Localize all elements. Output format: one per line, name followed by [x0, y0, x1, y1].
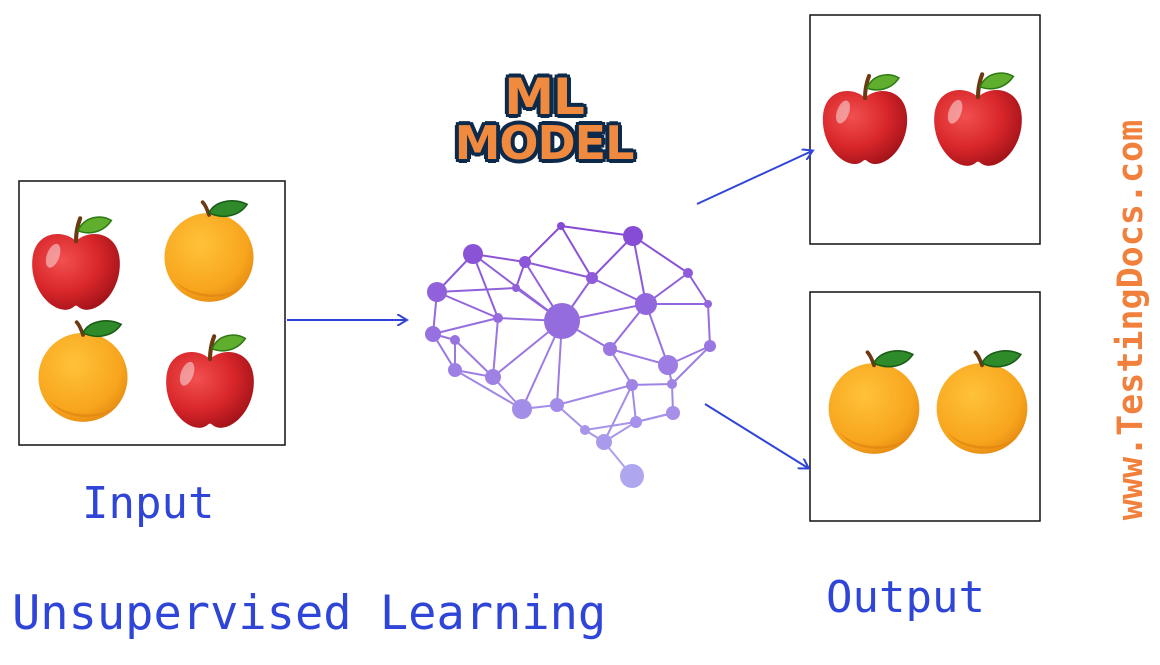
brain-node — [463, 244, 483, 264]
brain-edge — [560, 225, 634, 237]
brain-edge — [556, 384, 633, 406]
brain-node — [658, 355, 678, 375]
brain-node — [427, 282, 447, 302]
watermark-text: www.TestingDocs.com — [1111, 119, 1151, 521]
arrow-model-to-apples — [696, 151, 812, 205]
brain-edge — [432, 317, 499, 335]
brain-edge — [524, 225, 562, 263]
brain-node — [704, 300, 712, 308]
brain-edge — [492, 317, 499, 378]
brain-node — [512, 284, 520, 292]
brain-edge — [454, 339, 494, 378]
brain-node — [630, 416, 642, 428]
brain-node — [580, 425, 590, 435]
brain-node — [519, 256, 531, 268]
brain-node — [626, 379, 638, 391]
brain-node — [448, 363, 462, 377]
input-label: Input — [82, 478, 215, 529]
ml-title-line2: MODEL — [454, 116, 635, 170]
brain-node — [493, 313, 503, 323]
brain-edge — [454, 369, 523, 410]
brain-node — [596, 434, 612, 450]
brain-node — [425, 326, 441, 342]
brain-edge — [609, 348, 633, 386]
brain-edge — [609, 348, 669, 366]
brain-edge — [707, 303, 711, 347]
brain-node — [666, 406, 680, 420]
brain-node — [544, 303, 580, 339]
brain-node — [450, 335, 460, 345]
arrow-model-to-oranges — [704, 403, 808, 468]
brain-node — [603, 342, 617, 356]
brain-node — [704, 340, 716, 352]
brain-edge — [603, 384, 633, 443]
brain-node — [550, 398, 564, 412]
brain-edge — [524, 261, 593, 279]
brain-network-icon — [425, 222, 716, 488]
brain-edge — [472, 253, 499, 319]
brain-edge — [687, 272, 709, 305]
brain-edge — [631, 384, 637, 423]
brain-edge — [631, 383, 673, 386]
brain-node — [623, 226, 643, 246]
caption-unsupervised-learning: Unsupervised Learning — [12, 586, 607, 641]
brain-node — [620, 464, 644, 488]
brain-edge — [632, 235, 689, 274]
ml-model-title: ML MODEL — [420, 68, 668, 170]
brain-edge — [560, 225, 593, 279]
brain-node — [683, 268, 693, 278]
brain-node — [586, 272, 598, 284]
brain-node — [667, 379, 677, 389]
ml-title-line1: ML — [504, 68, 585, 126]
output-label: Output — [826, 572, 985, 623]
brain-node — [557, 222, 565, 230]
brain-edge — [671, 345, 711, 385]
brain-node — [635, 293, 657, 315]
brain-edge — [436, 291, 499, 319]
brain-node — [512, 399, 532, 419]
brain-node — [485, 369, 501, 385]
brain-edge — [436, 287, 517, 293]
brain-edge — [632, 235, 647, 305]
brain-edge — [584, 421, 637, 431]
